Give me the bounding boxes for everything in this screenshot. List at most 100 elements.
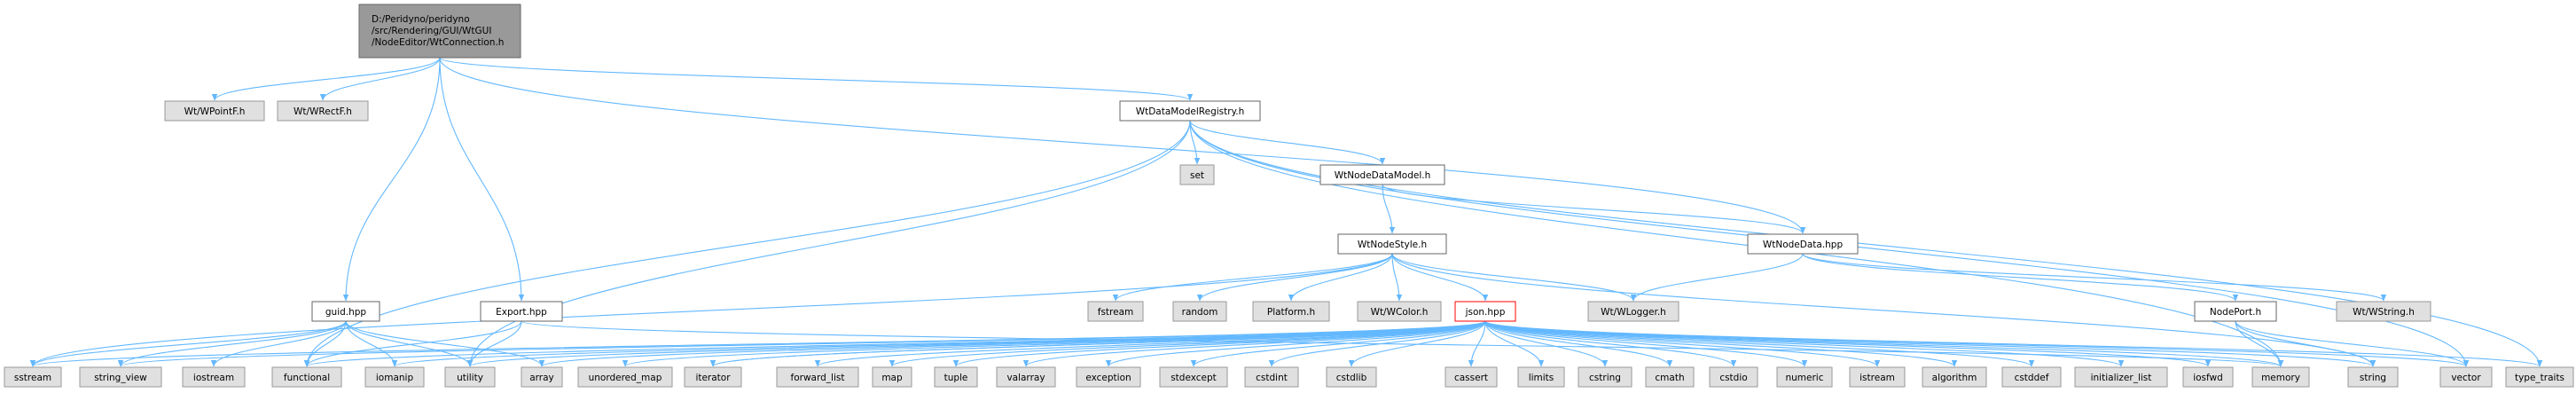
edge-nodeport-to-vector [2235, 320, 2470, 367]
node-box [1747, 233, 1859, 255]
node-box [277, 100, 369, 122]
node-label: numeric [1785, 373, 1823, 383]
node-box [1252, 301, 1330, 322]
node-label: Wt/WPointF.h [184, 106, 246, 117]
node-label: iomanip [376, 373, 414, 383]
node-label: type_traits [2515, 373, 2564, 383]
node-box [1159, 366, 1228, 388]
node-label: functional [284, 373, 330, 383]
node-wrectf: Wt/WRectF.h [277, 100, 369, 122]
node-guid[interactable]: guid.hpp [311, 301, 380, 322]
edge-json-to-cstring [1484, 320, 1609, 367]
node-label: Platform.h [1267, 307, 1315, 318]
node-box [4, 366, 62, 388]
edge-json-to-type_traits [1484, 320, 2542, 367]
node-box [2001, 366, 2062, 388]
node-box [444, 366, 496, 388]
edge-json-to-string [1484, 320, 2376, 367]
node-label: D:/Peridyno/peridyno/src/Rendering/GUI/W… [372, 14, 504, 48]
edge-root-to-wpointf [211, 57, 441, 101]
node-label: guid.hpp [325, 307, 367, 318]
node-label: string [2360, 373, 2386, 383]
node-box [2074, 366, 2168, 388]
edge-guid-to-array [345, 320, 545, 367]
node-label: iostream [193, 373, 234, 383]
edge-nodedata-to-wstring [1802, 253, 2387, 302]
edge-guid-to-utility [345, 320, 474, 367]
node-box [1326, 366, 1377, 388]
node-memory: memory [2251, 366, 2310, 388]
node-label: initializer_list [2091, 373, 2152, 383]
edge-nodedatamodel-to-nodestyle [1382, 184, 1396, 234]
node-label: WtDataModelRegistry.h [1136, 106, 1245, 117]
node-label: json.hpp [1465, 307, 1506, 318]
node-cmath: cmath [1645, 366, 1695, 388]
node-label: map [881, 373, 903, 383]
node-nodestyle[interactable]: WtNodeStyle.h [1337, 233, 1447, 255]
edge-export-to-memory [521, 320, 2283, 367]
node-json[interactable]: json.hpp [1454, 301, 1516, 322]
edge-nodedata-to-wlogger [1630, 253, 1804, 302]
node-label: Export.hpp [496, 307, 547, 318]
node-label: vector [2451, 373, 2481, 383]
node-box [2347, 366, 2399, 388]
node-platform: Platform.h [1252, 301, 1330, 322]
node-functional: functional [271, 366, 342, 388]
node-box [1517, 366, 1565, 388]
node-label: cassert [1454, 373, 1488, 383]
node-box [358, 4, 521, 59]
edge-registry-to-memory [1189, 120, 2284, 367]
node-box [1445, 366, 1498, 388]
edge-nodestyle-to-json [1391, 253, 1489, 302]
node-tuple: tuple [934, 366, 978, 388]
edge-json-to-cstdlib [1348, 320, 1486, 367]
edge-export-to-functional [303, 320, 522, 367]
node-box [1087, 301, 1144, 322]
edge-json-to-valarray [1022, 320, 1486, 367]
node-box [1244, 366, 1299, 388]
node-export[interactable]: Export.hpp [480, 301, 563, 322]
node-cstddef: cstddef [2001, 366, 2062, 388]
node-nodeport[interactable]: NodePort.h [2194, 301, 2277, 322]
node-box [1578, 366, 1633, 388]
node-array: array [521, 366, 563, 388]
node-box [2505, 366, 2574, 388]
edge-json-to-algorithm [1484, 320, 1958, 367]
edge-nodedatamodel-to-nodedata [1382, 184, 1806, 234]
node-nodedata[interactable]: WtNodeData.hpp [1747, 233, 1859, 255]
node-box [776, 366, 859, 388]
edge-guid-to-string_view [117, 320, 347, 367]
node-box [1119, 100, 1261, 122]
node-iterator: iterator [684, 366, 742, 388]
edge-layer [29, 57, 2543, 367]
node-cstdlib: cstdlib [1326, 366, 1377, 388]
node-label: cstdio [1719, 373, 1747, 383]
edge-nodestyle-to-sstream [29, 253, 1393, 367]
node-root[interactable]: D:/Peridyno/peridyno/src/Rendering/GUI/W… [358, 4, 521, 59]
node-label: valarray [1006, 373, 1045, 383]
node-box [1849, 366, 1906, 388]
node-registry[interactable]: WtDataModelRegistry.h [1119, 100, 1261, 122]
node-nodedatamodel[interactable]: WtNodeDataModel.h [1319, 164, 1445, 185]
edge-json-to-limits [1484, 320, 1545, 367]
edge-guid-to-iostream [210, 320, 347, 367]
node-label: tuple [944, 373, 968, 383]
edge-root-to-nodedata [439, 57, 1806, 234]
node-forward-list: forward_list [776, 366, 859, 388]
node-box [1454, 301, 1516, 322]
edge-root-to-export [439, 57, 525, 302]
node-box [364, 366, 425, 388]
edge-json-to-tuple [952, 320, 1486, 367]
node-iomanip: iomanip [364, 366, 425, 388]
node-wstring: Wt/WString.h [2336, 301, 2431, 322]
node-box [311, 301, 380, 322]
node-wpointf: Wt/WPointF.h [164, 100, 265, 122]
node-label: WtNodeData.hpp [1763, 240, 1844, 250]
node-label: iosfwd [2193, 373, 2223, 383]
edge-json-to-initializer_list [1484, 320, 2124, 367]
node-label: Wt/WRectF.h [294, 106, 352, 117]
node-box [1319, 164, 1445, 185]
edge-json-to-istream [1484, 320, 1881, 367]
edge-json-to-stdexcept [1190, 320, 1486, 367]
